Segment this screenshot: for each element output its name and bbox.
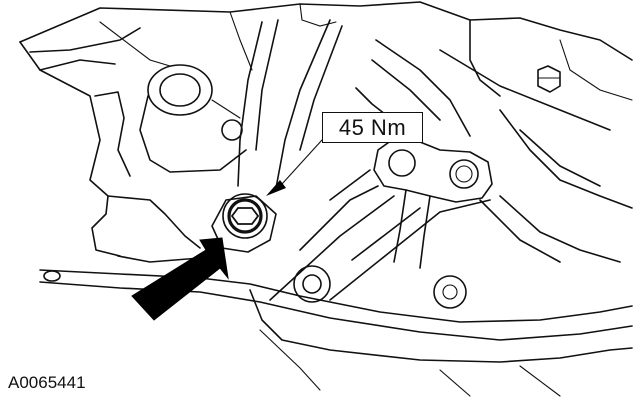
upper-right-bolt: [537, 65, 561, 93]
lower-bosses: [293, 265, 467, 309]
housing-ribs: [237, 19, 633, 209]
upper-boss: [139, 64, 247, 173]
diagonal-braces: [269, 169, 621, 301]
torque-callout: 45 Nm: [322, 112, 423, 143]
torque-value: 45 Nm: [338, 114, 407, 140]
pointer-arrow-icon: [131, 237, 229, 321]
mount-bracket: [373, 139, 493, 269]
lower-flange: [39, 269, 633, 397]
figure-id: A0065441: [8, 373, 86, 392]
torque-leader-line: [266, 139, 323, 196]
housing-outline: [19, 1, 633, 269]
drain-plug: [211, 193, 277, 253]
